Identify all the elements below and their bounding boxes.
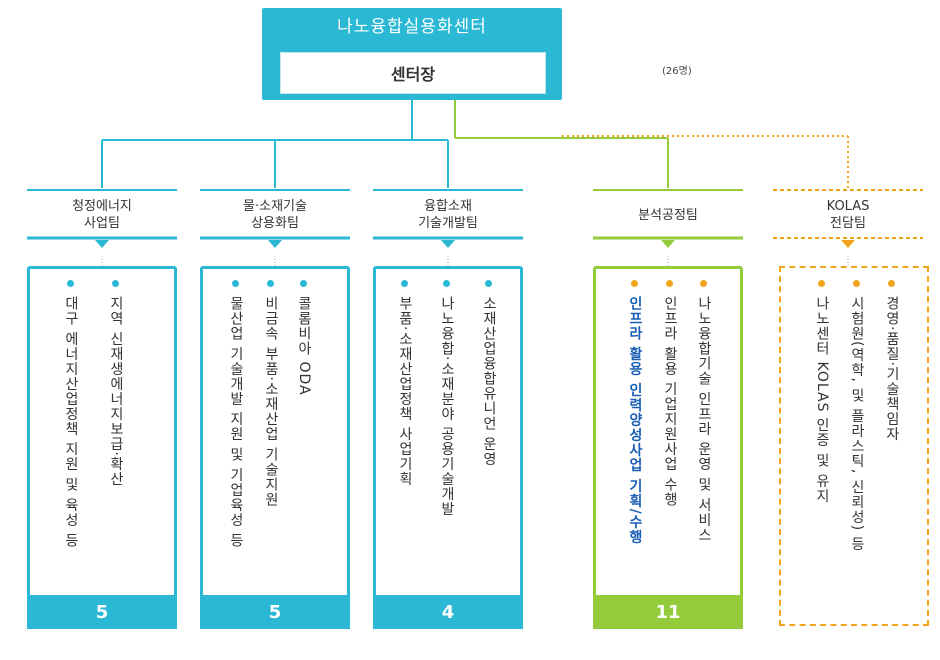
team-arrow — [268, 240, 282, 248]
bullet-dot — [67, 280, 74, 287]
duty-text: 물산업 기술개발 지원 및 기업육성 등 — [228, 296, 244, 549]
duty-text: 나노센터 KOLAS 인증 및 유지 — [814, 296, 830, 504]
bullet-dot — [112, 280, 119, 287]
team-arrow — [841, 240, 855, 248]
team-count: 5 — [27, 595, 177, 629]
center-title: 나노융합실용화센터 — [337, 17, 487, 37]
team-arrow — [661, 240, 675, 248]
team-header-analysis-process: 분석공정팀 — [638, 207, 698, 223]
duty-text: 부품·소재산업정책 사업기획 — [397, 296, 413, 487]
team-card-clean-energy — [27, 266, 177, 626]
headcount-label: (26명) — [662, 66, 692, 77]
duty-text: 지역 신재생에너지보급·확산 — [108, 296, 124, 487]
bullet-dot — [485, 280, 492, 287]
bullet-dot — [631, 280, 638, 287]
team-arrow — [441, 240, 455, 248]
bullet-dot — [443, 280, 450, 287]
duty-text: 시험원(역학, 및 플라스틱, 신뢰성) 등 — [849, 296, 865, 552]
team-count: 11 — [593, 595, 743, 629]
team-header-fusion-materials: 융합소재 기술개발팀 — [418, 199, 478, 231]
duty-text: 콜롬비아 ODA — [296, 296, 312, 396]
team-card-water-materials — [200, 266, 350, 626]
team-header-clean-energy: 청정에너지 사업팀 — [72, 199, 132, 231]
duty-text-highlight: 인프라 활용 인력양성사업 기획/수행 — [627, 296, 643, 545]
leader-box: 센터장 — [280, 52, 546, 94]
bullet-dot — [666, 280, 673, 287]
team-count: 4 — [373, 595, 523, 629]
bullet-dot — [401, 280, 408, 287]
duty-text: 비금속 부품·소재산업 기술지원 — [263, 296, 279, 508]
bullet-dot — [853, 280, 860, 287]
bullet-dot — [267, 280, 274, 287]
duty-text: 소재산업융합유니언 운영 — [481, 296, 497, 467]
bullet-dot — [888, 280, 895, 287]
bullet-dot — [818, 280, 825, 287]
bullet-dot — [232, 280, 239, 287]
team-header-water-materials: 물·소재기술 상용화팀 — [243, 199, 307, 231]
duty-text: 경영·품질·기술책임자 — [884, 296, 900, 442]
duty-text: 인프라 활용 기업지원사업 수행 — [662, 296, 678, 508]
duty-text: 나노융합·소재분야 공용기술개발 — [439, 296, 455, 517]
team-card-kolas — [779, 266, 929, 626]
team-card-fusion-materials — [373, 266, 523, 626]
team-header-kolas: KOLAS 전담팀 — [826, 199, 870, 231]
team-arrow — [95, 240, 109, 248]
team-count: 5 — [200, 595, 350, 629]
duty-text: 나노융합기술 인프라 운영 및 서비스 — [696, 296, 712, 543]
duty-text: 대구 에너지산업정책 지원 및 육성 등 — [63, 296, 79, 549]
bullet-dot — [300, 280, 307, 287]
bullet-dot — [700, 280, 707, 287]
